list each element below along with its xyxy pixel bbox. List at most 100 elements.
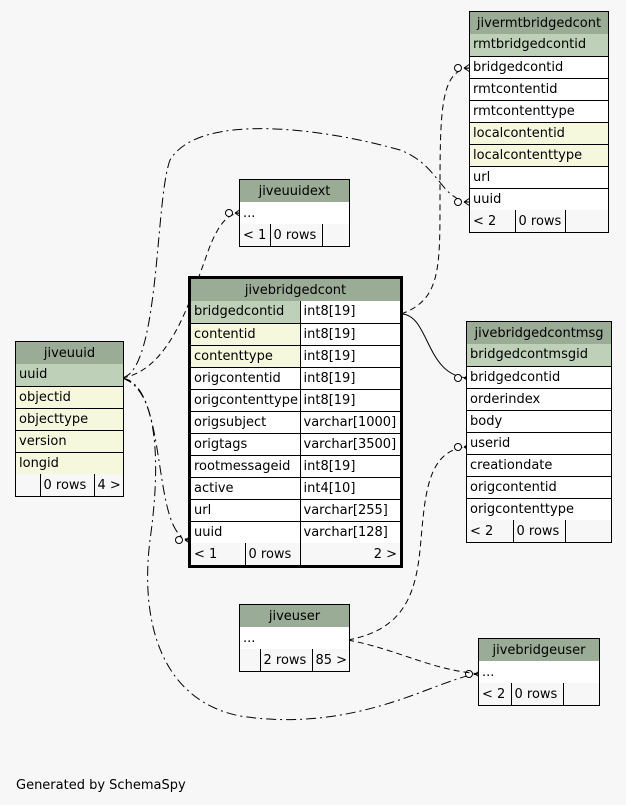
parents-count[interactable]: < 2: [470, 210, 516, 232]
column-name: url: [191, 498, 301, 522]
row-count: 0 rows: [514, 210, 566, 232]
column-name: origcontentid: [467, 475, 611, 499]
row-count: 0 rows: [510, 683, 564, 705]
column-name: origtags: [191, 432, 301, 456]
column-type: int8[19]: [299, 454, 400, 478]
children-count[interactable]: [564, 210, 608, 232]
parents-count[interactable]: < 1: [240, 224, 271, 246]
column-name: rootmessageid: [191, 454, 301, 478]
table-title[interactable]: jivebridgedcontmsg: [467, 322, 611, 344]
column-type: int8[19]: [299, 301, 400, 324]
column-row: origcontenttype: [467, 497, 611, 520]
column-name: localcontenttype: [470, 143, 608, 167]
column-row: longid: [16, 451, 123, 474]
crow-foot-icon: [454, 197, 471, 207]
column-name: contentid: [191, 322, 301, 346]
table-footer: 2 rows 85 >: [240, 649, 349, 671]
table-title[interactable]: jivermtbridgedcont: [470, 12, 608, 34]
column-name: contenttype: [191, 344, 301, 368]
parents-count[interactable]: < 2: [479, 683, 512, 705]
column-name: origcontenttype: [191, 388, 301, 412]
column-row: objecttype: [16, 407, 123, 431]
parents-count[interactable]: [16, 474, 41, 496]
table-footer: < 1 0 rows: [240, 224, 349, 246]
children-count[interactable]: [564, 520, 611, 542]
parents-count[interactable]: < 2: [467, 520, 514, 542]
row-count: 0 rows: [39, 474, 95, 496]
children-count[interactable]: [562, 683, 599, 705]
parents-count[interactable]: < 1: [191, 543, 246, 565]
column-type: varchar[128]: [299, 520, 400, 543]
column-name: localcontentid: [470, 121, 608, 145]
column-name: rmtcontentid: [470, 77, 608, 101]
column-row: bridgedcontid: [467, 365, 611, 389]
table-jiveuuidext[interactable]: jiveuuidext ... < 1 0 rows: [239, 179, 350, 247]
column-type: varchar[1000]: [299, 410, 400, 434]
column-row: rmtcontenttype: [470, 99, 608, 123]
children-count[interactable]: [321, 224, 349, 246]
column-name: rmtcontenttype: [470, 99, 608, 123]
column-row: creationdate: [467, 453, 611, 477]
column-row: url: [470, 165, 608, 189]
column-row: userid: [467, 431, 611, 455]
column-name: bridgedcontid: [191, 301, 301, 324]
column-row: uuid: [470, 187, 608, 210]
column-type: varchar[255]: [299, 498, 400, 522]
row-count: 0 rows: [512, 520, 566, 542]
column-name: url: [470, 165, 608, 189]
column-name: body: [467, 409, 611, 433]
row-count: 0 rows: [269, 224, 323, 246]
children-count[interactable]: 85 >: [311, 649, 349, 671]
column-row: localcontenttype: [470, 143, 608, 167]
column-row: ...: [240, 202, 349, 224]
column-name: userid: [467, 431, 611, 455]
column-name: longid: [16, 451, 123, 474]
column-row: localcontentid: [470, 121, 608, 145]
table-title[interactable]: jiveuuidext: [240, 180, 349, 202]
table-jivebridgeuser[interactable]: jivebridgeuser ... < 2 0 rows: [478, 638, 600, 706]
parents-count[interactable]: [240, 649, 261, 671]
column-name: uuid: [191, 520, 301, 543]
table-title[interactable]: jiveuuid: [16, 342, 123, 364]
edge-user-to-bridgeuser: [347, 639, 482, 675]
column-name: ...: [482, 664, 495, 680]
column-row: uuid: [16, 364, 123, 387]
children-count[interactable]: 4 >: [93, 474, 123, 496]
column-name: uuid: [16, 364, 123, 387]
column-type: int8[19]: [299, 322, 400, 346]
table-footer: < 2 0 rows: [467, 520, 611, 542]
column-name: origsubject: [191, 410, 301, 434]
table-footer: < 2 0 rows: [470, 210, 608, 232]
column-type: int8[19]: [299, 388, 400, 412]
edge-user-to-msg: [347, 446, 471, 641]
column-row: body: [467, 409, 611, 433]
table-title[interactable]: jivebridgeuser: [479, 639, 599, 661]
column-type: varchar[3500]: [299, 432, 400, 456]
children-count[interactable]: 2 >: [299, 543, 400, 565]
column-row: version: [16, 429, 123, 453]
table-title[interactable]: jiveuser: [240, 605, 349, 627]
generated-by-note: Generated by SchemaSpy: [16, 778, 186, 793]
column-name: active: [191, 476, 301, 500]
column-row: objectid: [16, 385, 123, 409]
table-jiveuser[interactable]: jiveuser ... 2 rows 85 >: [239, 604, 350, 672]
column-row: ...: [240, 627, 349, 649]
column-row: orderindex: [467, 387, 611, 411]
table-title[interactable]: jivebridgedcont: [191, 279, 400, 301]
column-row: origcontentid: [467, 475, 611, 499]
column-row: bridgedcontmsgid: [467, 344, 611, 367]
column-name: origcontenttype: [467, 497, 611, 520]
column-name: creationdate: [467, 453, 611, 477]
column-type: int4[10]: [299, 476, 400, 500]
row-count: 2 rows: [259, 649, 313, 671]
column-name: version: [16, 429, 123, 453]
